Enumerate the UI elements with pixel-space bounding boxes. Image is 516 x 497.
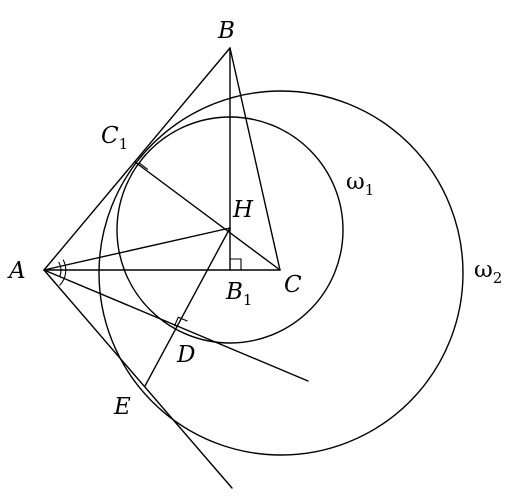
right-angle-mark-B1 bbox=[230, 258, 242, 270]
label-point-E: E bbox=[113, 394, 131, 420]
label-point-A-base: A bbox=[7, 258, 26, 284]
segment-AH bbox=[43, 227, 231, 271]
label-point-B1-sub: 1 bbox=[243, 291, 253, 309]
label-point-D: D bbox=[176, 342, 195, 368]
label-point-C1-sub: 1 bbox=[119, 135, 129, 153]
right-angle-mark-D bbox=[173, 316, 188, 327]
label-point-C: C bbox=[284, 272, 302, 298]
label-point-E-base: E bbox=[113, 394, 131, 420]
segment-AB bbox=[43, 47, 231, 271]
angle-arc-A-outer bbox=[59, 259, 67, 286]
right-angle-mark-C1 bbox=[138, 154, 149, 170]
label-point-B: B bbox=[217, 18, 235, 44]
angle-arc-A-inner bbox=[58, 261, 62, 278]
ray-AE bbox=[43, 269, 233, 489]
label-point-C-base: C bbox=[284, 272, 302, 298]
label-circle-omega2-sub: 2 bbox=[493, 269, 503, 287]
altitude-CC1 bbox=[134, 161, 281, 271]
label-point-B1: B1 bbox=[225, 279, 252, 309]
line-HDE bbox=[144, 227, 231, 387]
label-point-C1-base: C bbox=[101, 123, 119, 149]
circle-omega2 bbox=[98, 90, 464, 456]
label-point-H: H bbox=[232, 197, 254, 223]
label-point-B1-base: B bbox=[225, 279, 243, 305]
ray-AD bbox=[43, 269, 309, 382]
label-circle-omega2: ω2 bbox=[474, 257, 502, 287]
label-circle-omega1: ω1 bbox=[346, 169, 374, 199]
label-point-C1: C1 bbox=[101, 123, 128, 153]
label-point-D-base: D bbox=[176, 342, 195, 368]
label-circle-omega2-base: ω bbox=[474, 257, 493, 283]
label-point-B-base: B bbox=[217, 18, 235, 44]
label-circle-omega1-base: ω bbox=[346, 169, 365, 195]
label-point-A: A bbox=[7, 258, 26, 284]
label-point-H-base: H bbox=[232, 197, 254, 223]
segment-BC bbox=[229, 47, 281, 271]
label-circle-omega1-sub: 1 bbox=[365, 181, 375, 199]
